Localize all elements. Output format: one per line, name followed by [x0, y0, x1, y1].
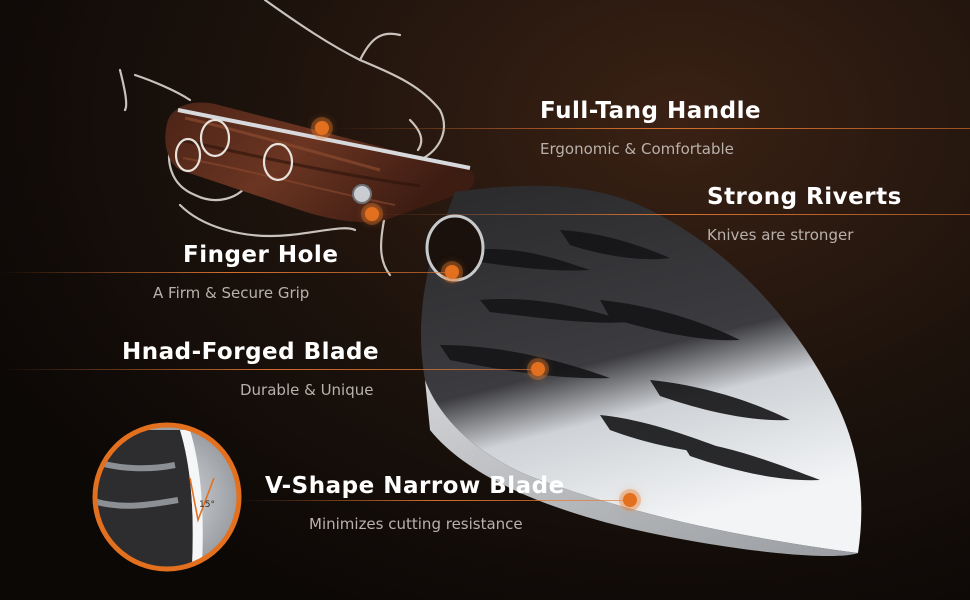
knife-blade	[420, 185, 862, 556]
callout-subtitle: A Firm & Secure Grip	[153, 284, 310, 302]
leader-full-tang	[330, 128, 970, 129]
blade-edge-inset: 15°	[92, 422, 242, 572]
leader-v-shape	[240, 500, 630, 501]
callout-title: Finger Hole	[183, 242, 339, 268]
callout-title: Full-Tang Handle	[540, 98, 762, 124]
callout-subtitle: Minimizes cutting resistance	[309, 515, 523, 533]
callout-full-tang-handle: Full-Tang Handle Ergonomic & Comfortable	[540, 98, 761, 158]
marker-forged-blade	[531, 362, 545, 376]
leader-forged-blade	[0, 369, 540, 370]
marker-v-shape	[623, 493, 637, 507]
marker-finger-hole	[445, 265, 459, 279]
leader-rivets	[372, 214, 970, 215]
knife-handle	[165, 102, 475, 222]
leader-finger-hole	[0, 272, 455, 273]
marker-rivets	[365, 207, 379, 221]
callout-finger-hole: Finger Hole A Firm & Secure Grip	[153, 242, 339, 302]
callout-title: Strong Riverts	[707, 184, 902, 210]
callout-title: Hnad-Forged Blade	[122, 339, 380, 365]
callout-subtitle: Ergonomic & Comfortable	[540, 140, 734, 158]
callout-subtitle: Knives are stronger	[707, 226, 854, 244]
callout-strong-rivets: Strong Riverts Knives are stronger	[707, 184, 902, 244]
callout-subtitle: Durable & Unique	[240, 381, 374, 399]
angle-label: 15°	[199, 500, 215, 510]
callout-hand-forged-blade: Hnad-Forged Blade Durable & Unique	[122, 339, 379, 399]
callout-v-shape-blade: V-Shape Narrow Blade Minimizes cutting r…	[265, 473, 565, 533]
callout-title: V-Shape Narrow Blade	[265, 473, 565, 499]
marker-full-tang	[315, 121, 329, 135]
